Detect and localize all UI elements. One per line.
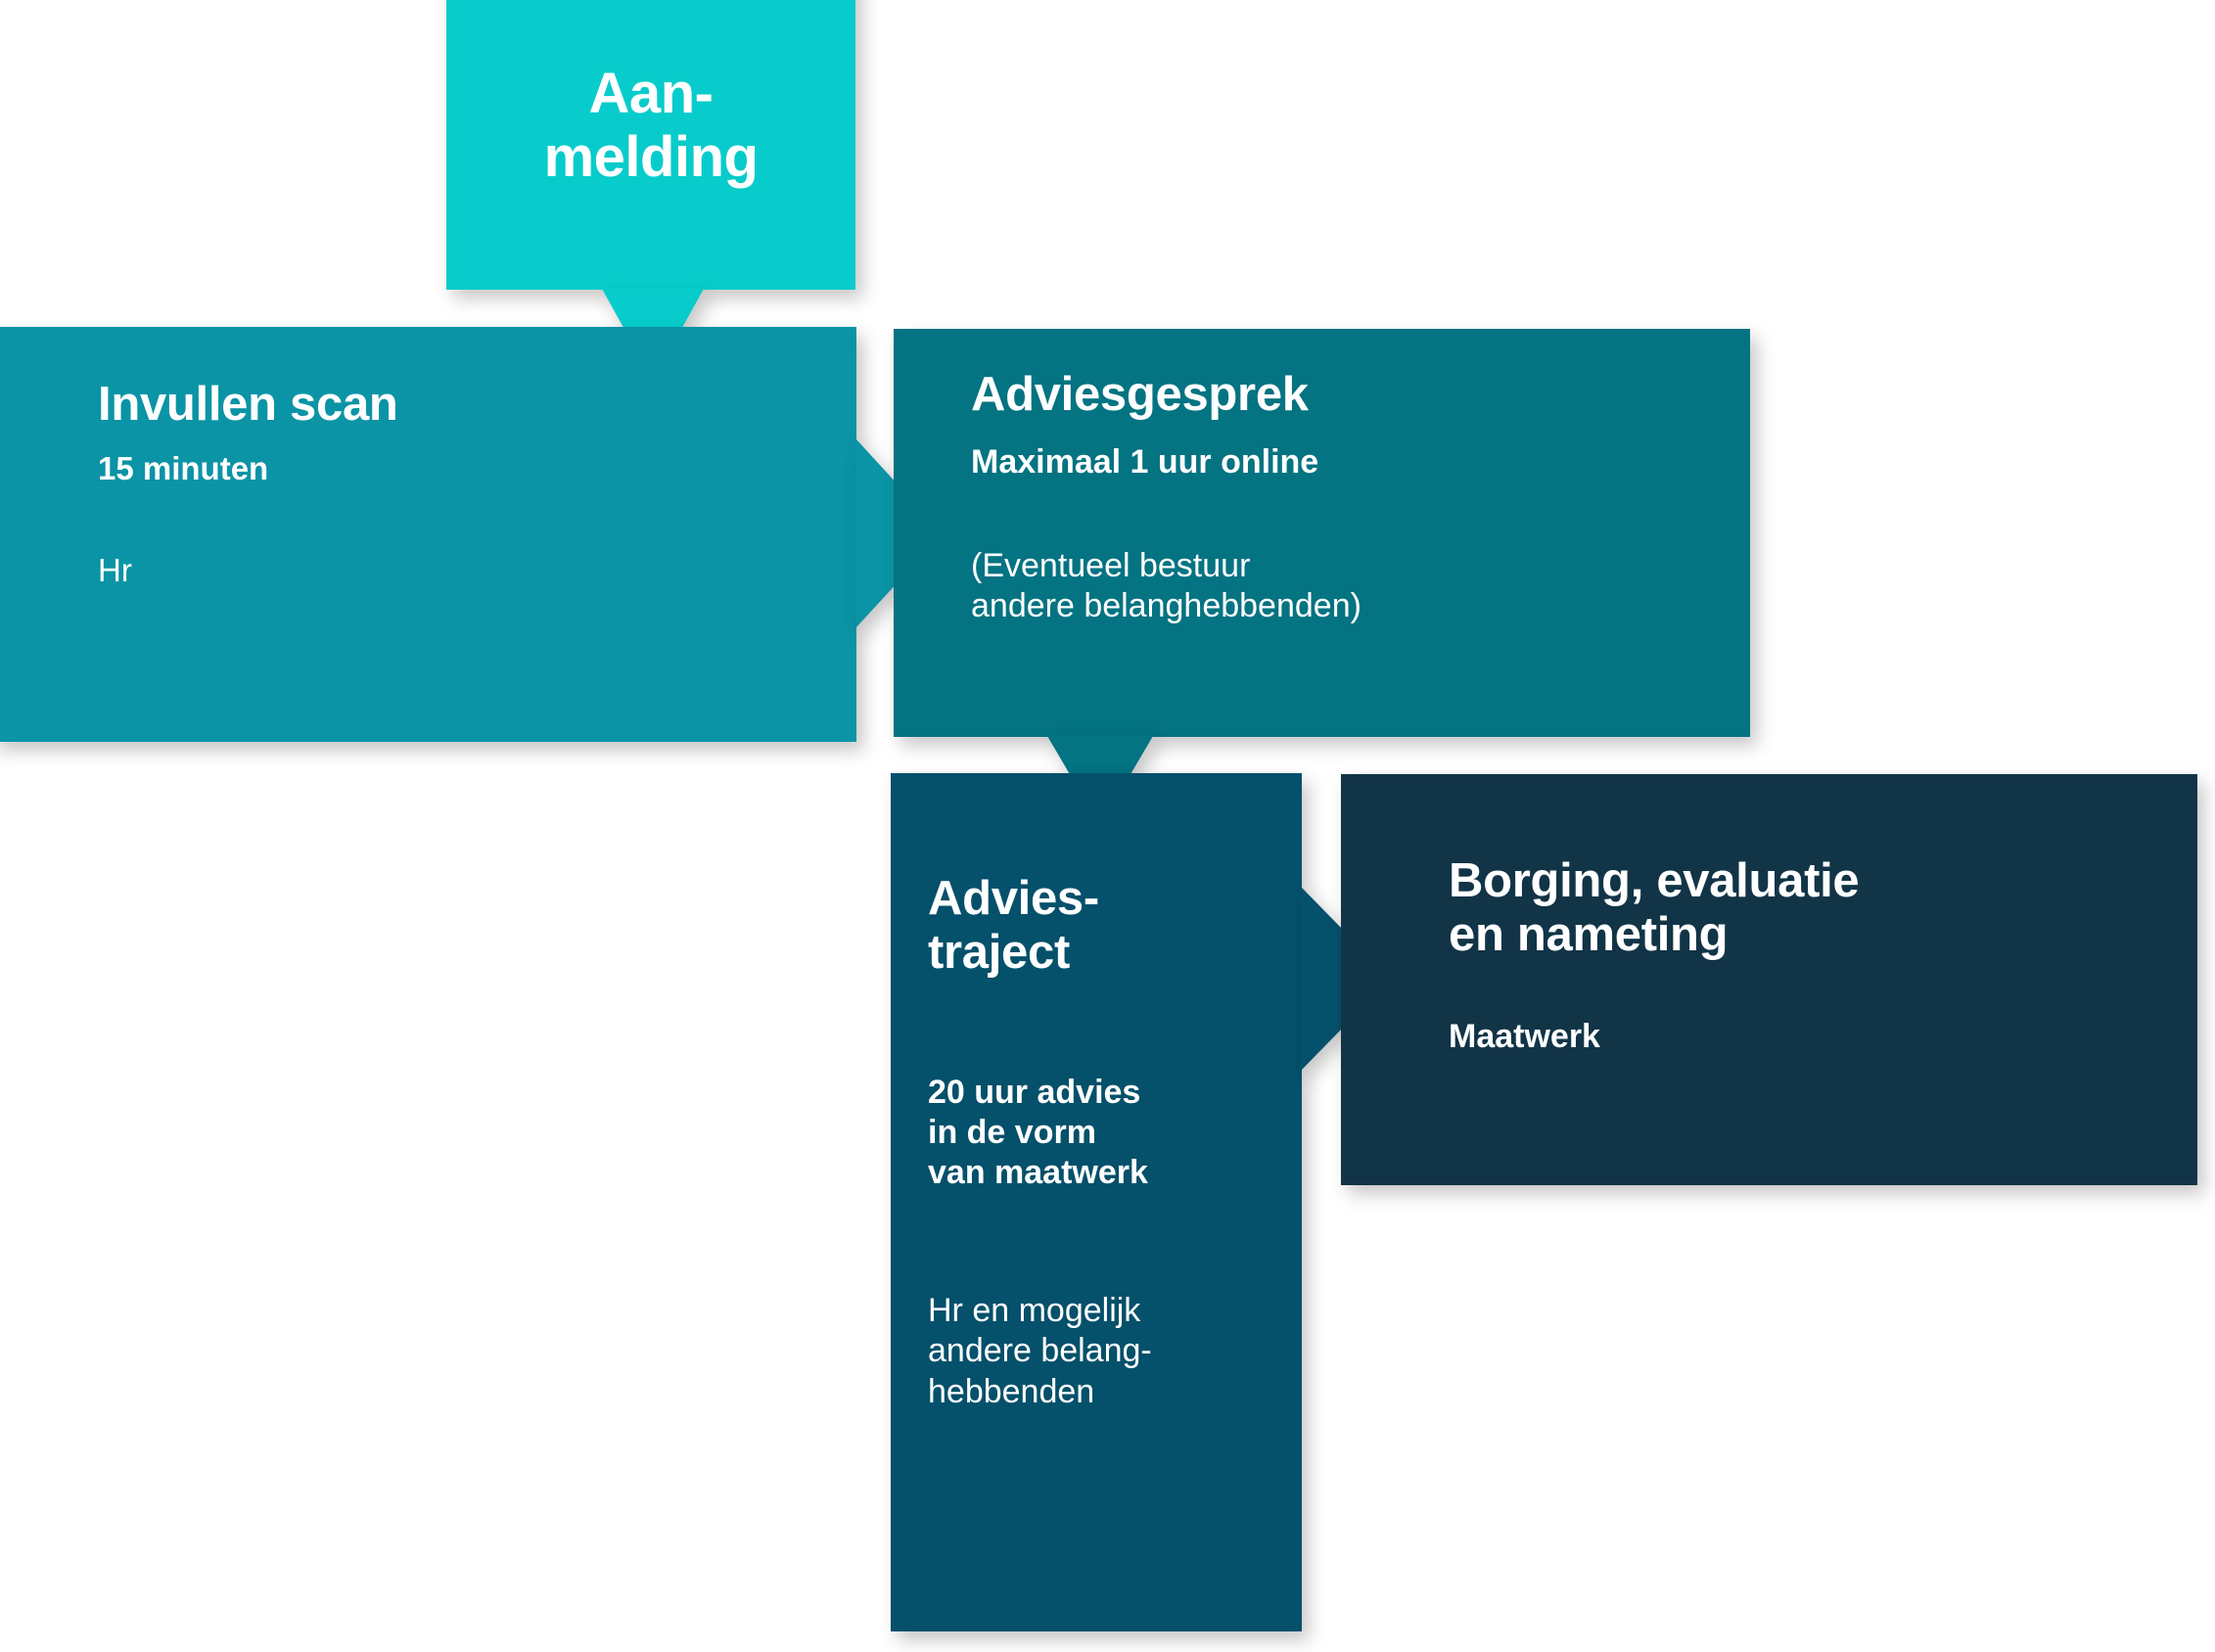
- step-box-invullen-scan[interactable]: Invullen scan 15 minuten Hr: [0, 327, 856, 742]
- step-participants-adviesgesprek: (Eventueel bestuur andere belanghebbende…: [971, 547, 1361, 625]
- step-duration-adviesgesprek: Maximaal 1 uur online: [971, 443, 1319, 481]
- step-duration-borging: Maatwerk: [1449, 1018, 1600, 1055]
- step-box-adviestraject[interactable]: Advies- traject 20 uur advies in de vorm…: [891, 773, 1302, 1631]
- step-title-aanmelding: Aan- melding: [543, 62, 759, 189]
- step-title-adviestraject: Advies- traject: [928, 872, 1099, 979]
- step-participants-adviestraject: Hr en mogelijk andere belang- hebbenden: [928, 1292, 1152, 1410]
- step-title-adviesgesprek: Adviesgesprek: [971, 368, 1309, 421]
- step-box-aanmelding[interactable]: Aan- melding: [446, 0, 855, 290]
- step-title-borging: Borging, evaluatie en nameting: [1449, 854, 1860, 961]
- step-box-adviesgesprek[interactable]: Adviesgesprek Maximaal 1 uur online (Eve…: [894, 329, 1750, 737]
- step-participants-invullen-scan: Hr: [98, 552, 132, 588]
- step-duration-invullen-scan: 15 minuten: [98, 450, 269, 486]
- step-title-invullen-scan: Invullen scan: [98, 378, 398, 431]
- step-duration-adviestraject: 20 uur advies in de vorm van maatwerk: [928, 1074, 1148, 1191]
- step-box-borging[interactable]: Borging, evaluatie en nameting Maatwerk: [1341, 774, 2197, 1185]
